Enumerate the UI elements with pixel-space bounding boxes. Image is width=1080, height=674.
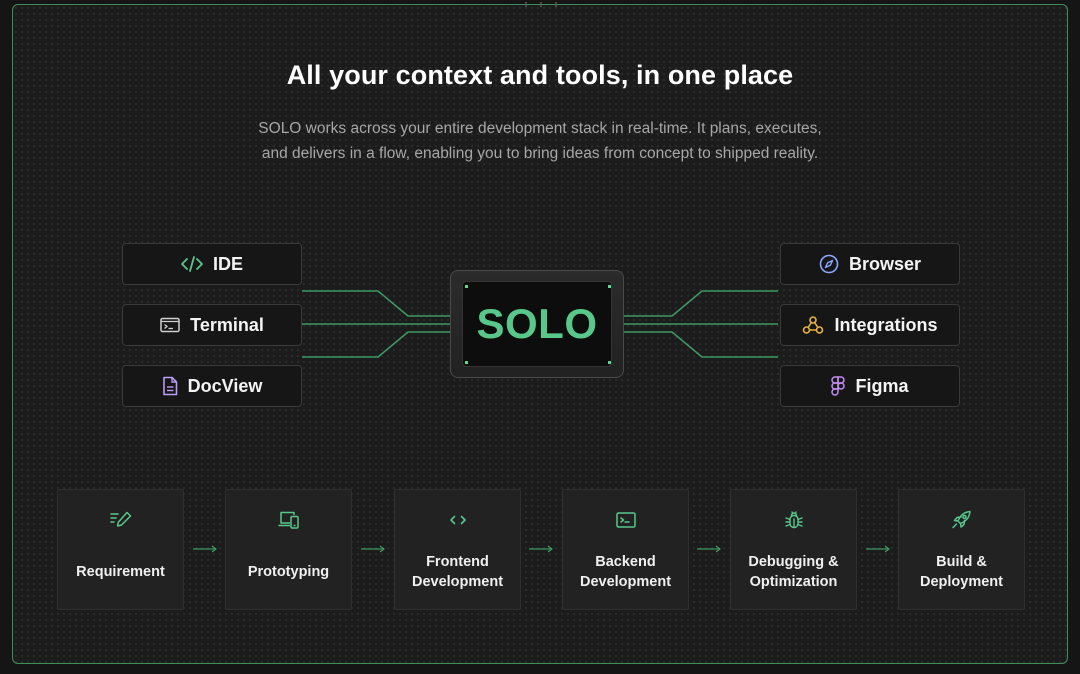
tool-label: Integrations [834,314,938,335]
tool-label: Terminal [190,314,264,335]
solo-hub: SOLO [450,270,624,378]
rocket-icon [951,510,971,529]
step-label: Requirement [76,564,165,580]
chip-corner-dot [465,285,468,288]
integrations-icon [803,316,824,334]
flow-arrow [361,545,385,553]
step-requirement: Requirement [57,489,184,610]
tool-ide[interactable]: IDE [122,243,302,285]
tool-label: DocView [187,375,263,396]
flow-arrow [866,545,890,553]
terminal-icon [160,317,180,333]
figma-icon [831,376,846,396]
section-title: All your context and tools, in one place [286,60,794,90]
tool-label: Browser [848,253,922,274]
flow-arrow [529,545,553,553]
terminal-icon [615,512,636,528]
edit-list-icon [109,511,131,527]
tool-integrations[interactable]: Integrations [780,304,960,346]
solo-hub-label: SOLO [476,300,598,347]
section-description: SOLO works across your entire developmen… [258,120,822,162]
top-edge-marks [525,2,557,7]
tool-terminal[interactable]: Terminal [122,304,302,346]
flow-arrow [697,545,721,553]
step-debugging: Debugging & Optimization [730,489,857,610]
document-icon [162,376,177,396]
step-label: Prototyping [247,564,330,580]
code-icon [449,515,466,525]
tool-label: Figma [855,375,909,396]
solo-hub-screen: SOLO [462,281,612,367]
step-label: Frontend Development [411,554,504,590]
chip-corner-dot [608,361,611,364]
chip-corner-dot [608,285,611,288]
code-icon [181,256,203,272]
devices-icon [278,511,299,529]
step-label: Debugging & Optimization [748,554,839,590]
bug-icon [784,511,803,529]
step-backend: Backend Development [562,489,689,610]
step-label: Build & Deployment [920,554,1003,590]
chip-corner-dot [465,361,468,364]
step-label: Backend Development [579,554,672,590]
step-frontend: Frontend Development [394,489,521,610]
tool-browser[interactable]: Browser [780,243,960,285]
flow-arrow [193,545,217,553]
step-deployment: Build & Deployment [898,489,1025,610]
step-prototyping: Prototyping [225,489,352,610]
tool-label: IDE [212,253,243,274]
compass-icon [819,254,839,274]
tool-figma[interactable]: Figma [780,365,960,407]
tool-docview[interactable]: DocView [122,365,302,407]
